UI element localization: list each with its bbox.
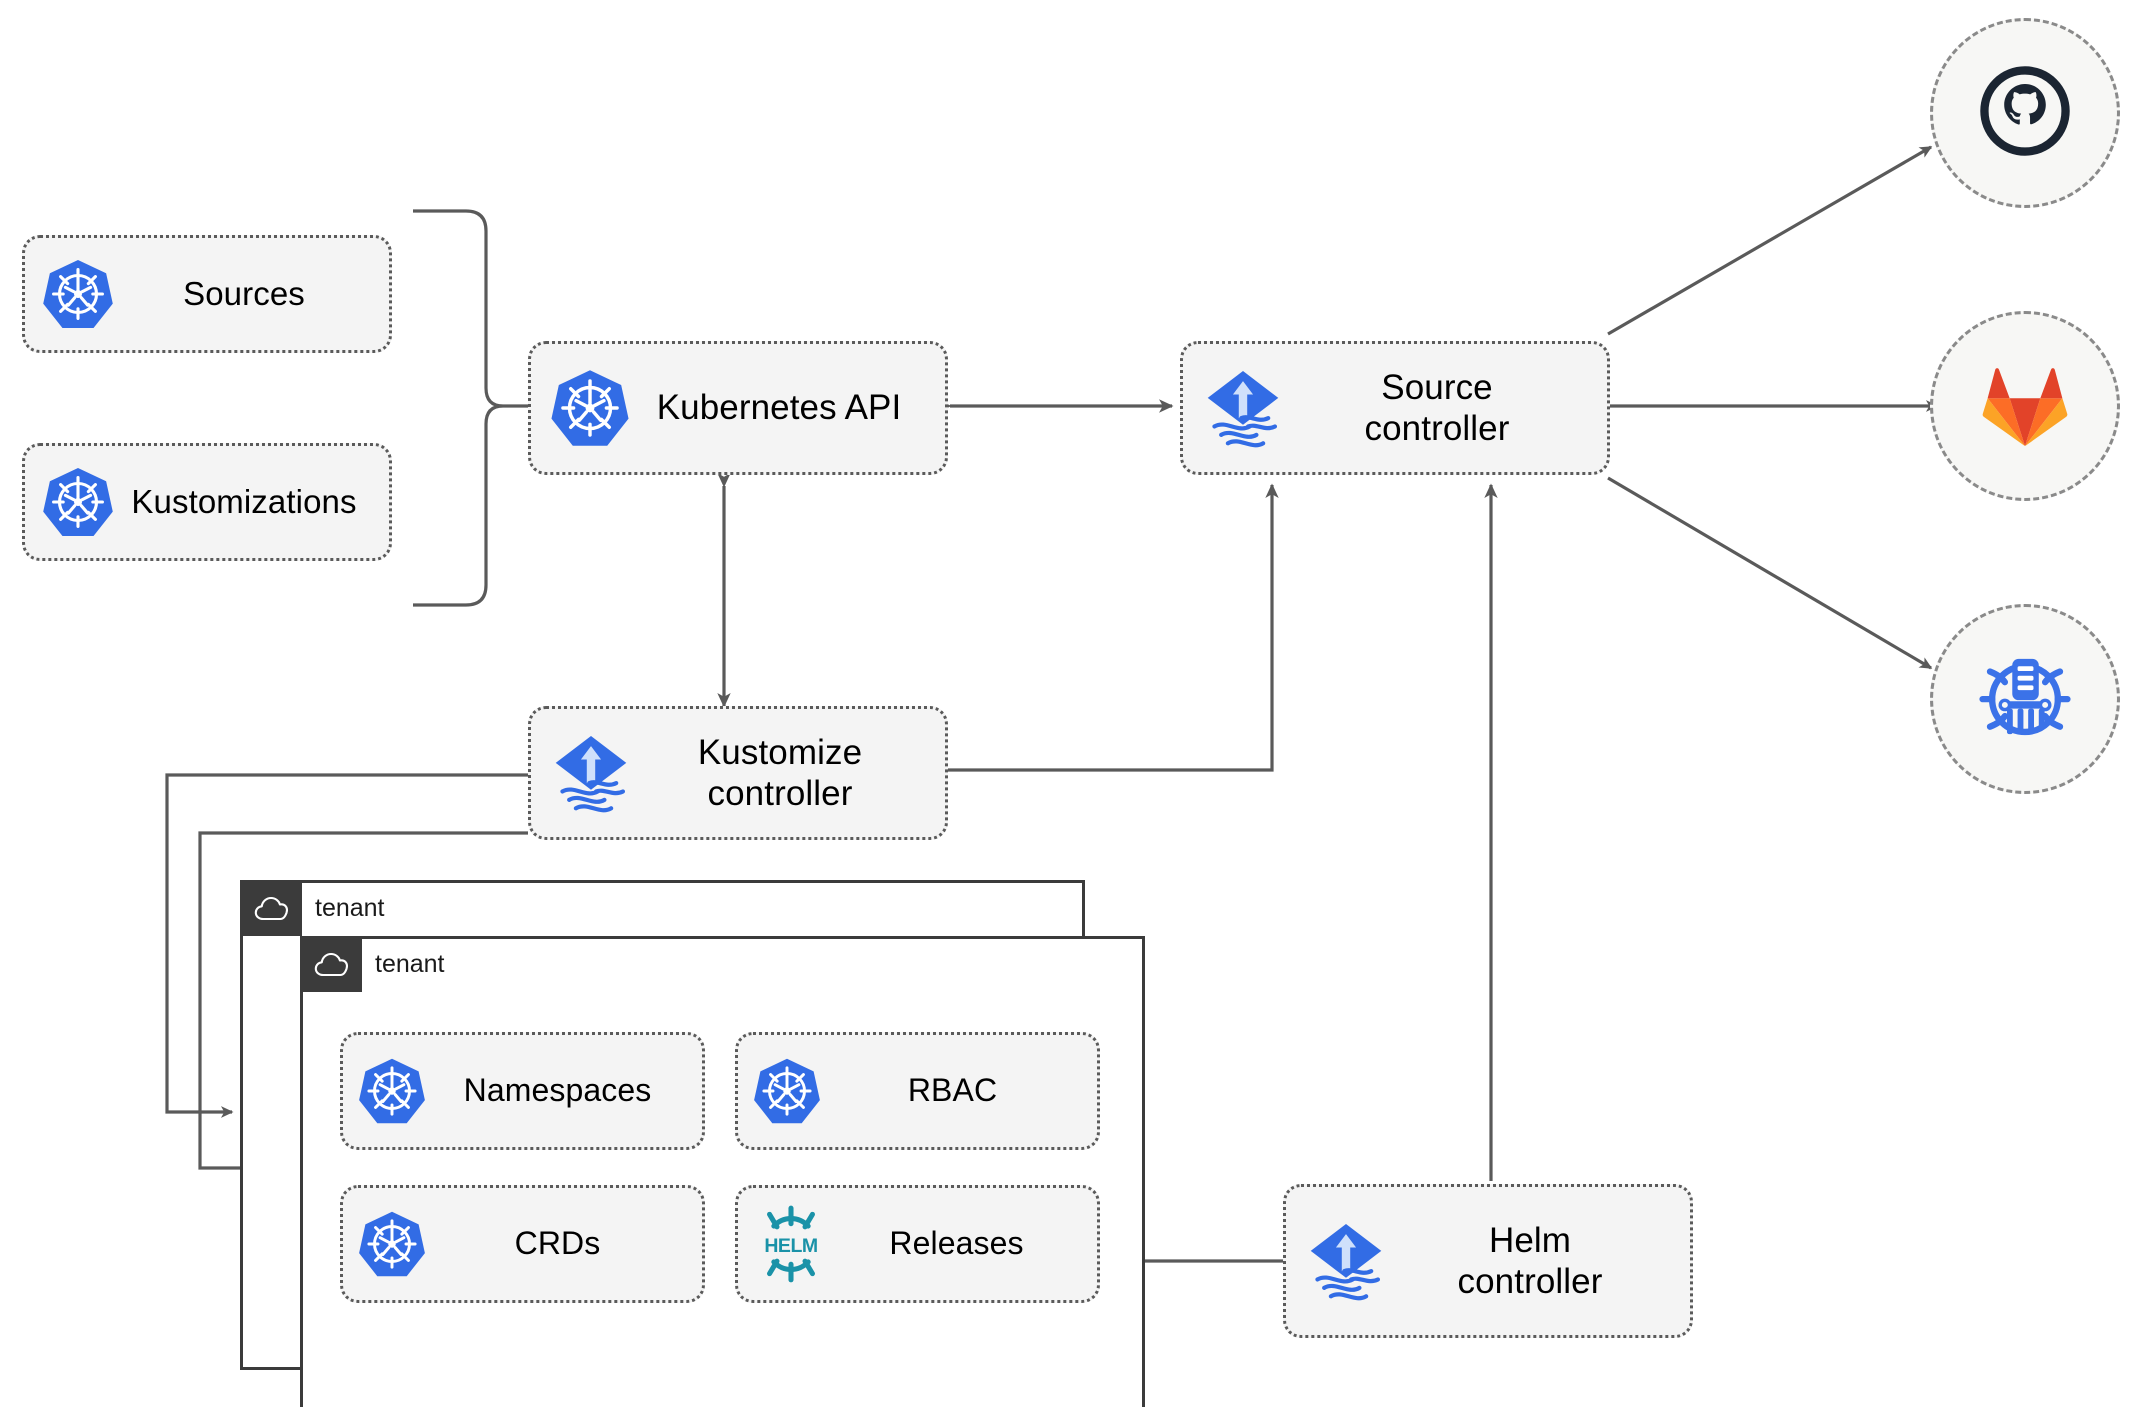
node-kustomizations[interactable]: Kustomizations [22,443,392,561]
node-releases[interactable]: HELM Releases [735,1185,1100,1303]
kubernetes-icon [752,1056,822,1126]
node-label: Helm controller [1457,1220,1603,1301]
node-crds[interactable]: CRDs [340,1185,705,1303]
tenant-label: tenant [375,949,445,978]
node-label: Releases [889,1225,1024,1262]
flux-icon [1304,1219,1388,1303]
node-label: Namespaces [463,1072,652,1109]
svg-text:HELM: HELM [764,1235,817,1257]
node-label: RBAC [907,1072,998,1109]
github-icon [1973,59,2077,168]
provider-gitlab[interactable] [1930,311,2120,501]
tenant-label: tenant [315,893,385,922]
provider-registry[interactable] [1930,604,2120,794]
helm-icon: HELM [752,1205,830,1283]
edge-kustomize-to-source [945,483,1279,772]
node-source-controller[interactable]: Source controller [1180,341,1610,475]
tenant-frame-inner: tenant [300,936,1145,1407]
node-label: CRDs [514,1225,601,1262]
node-helm-controller[interactable]: Helm controller [1283,1184,1693,1338]
kubernetes-icon [357,1056,427,1126]
node-sources[interactable]: Sources [22,235,392,353]
provider-github[interactable] [1930,18,2120,208]
helm-registry-icon [1972,644,2078,755]
kubernetes-icon [357,1209,427,1279]
kubernetes-icon [549,367,631,449]
flux-icon [549,731,633,815]
node-kubernetes-api[interactable]: Kubernetes API [528,341,948,475]
edge-source-to-github [1607,145,1933,336]
node-rbac[interactable]: RBAC [735,1032,1100,1150]
node-namespaces[interactable]: Namespaces [340,1032,705,1150]
gitlab-icon [1977,358,2073,455]
edge-source-to-registry [1607,476,1933,670]
node-label: Kustomize controller [697,732,863,813]
node-label: Kustomizations [131,482,357,520]
node-label: Source controller [1364,367,1510,448]
edge-sources-bracket [413,209,504,607]
node-label: Kubernetes API [656,388,902,428]
kubernetes-icon [41,257,115,331]
kubernetes-icon [41,465,115,539]
node-kustomize-controller[interactable]: Kustomize controller [528,706,948,840]
node-label: Sources [183,274,305,312]
flux-icon [1201,366,1285,450]
cloud-icon [300,936,362,992]
cloud-icon [240,880,302,936]
